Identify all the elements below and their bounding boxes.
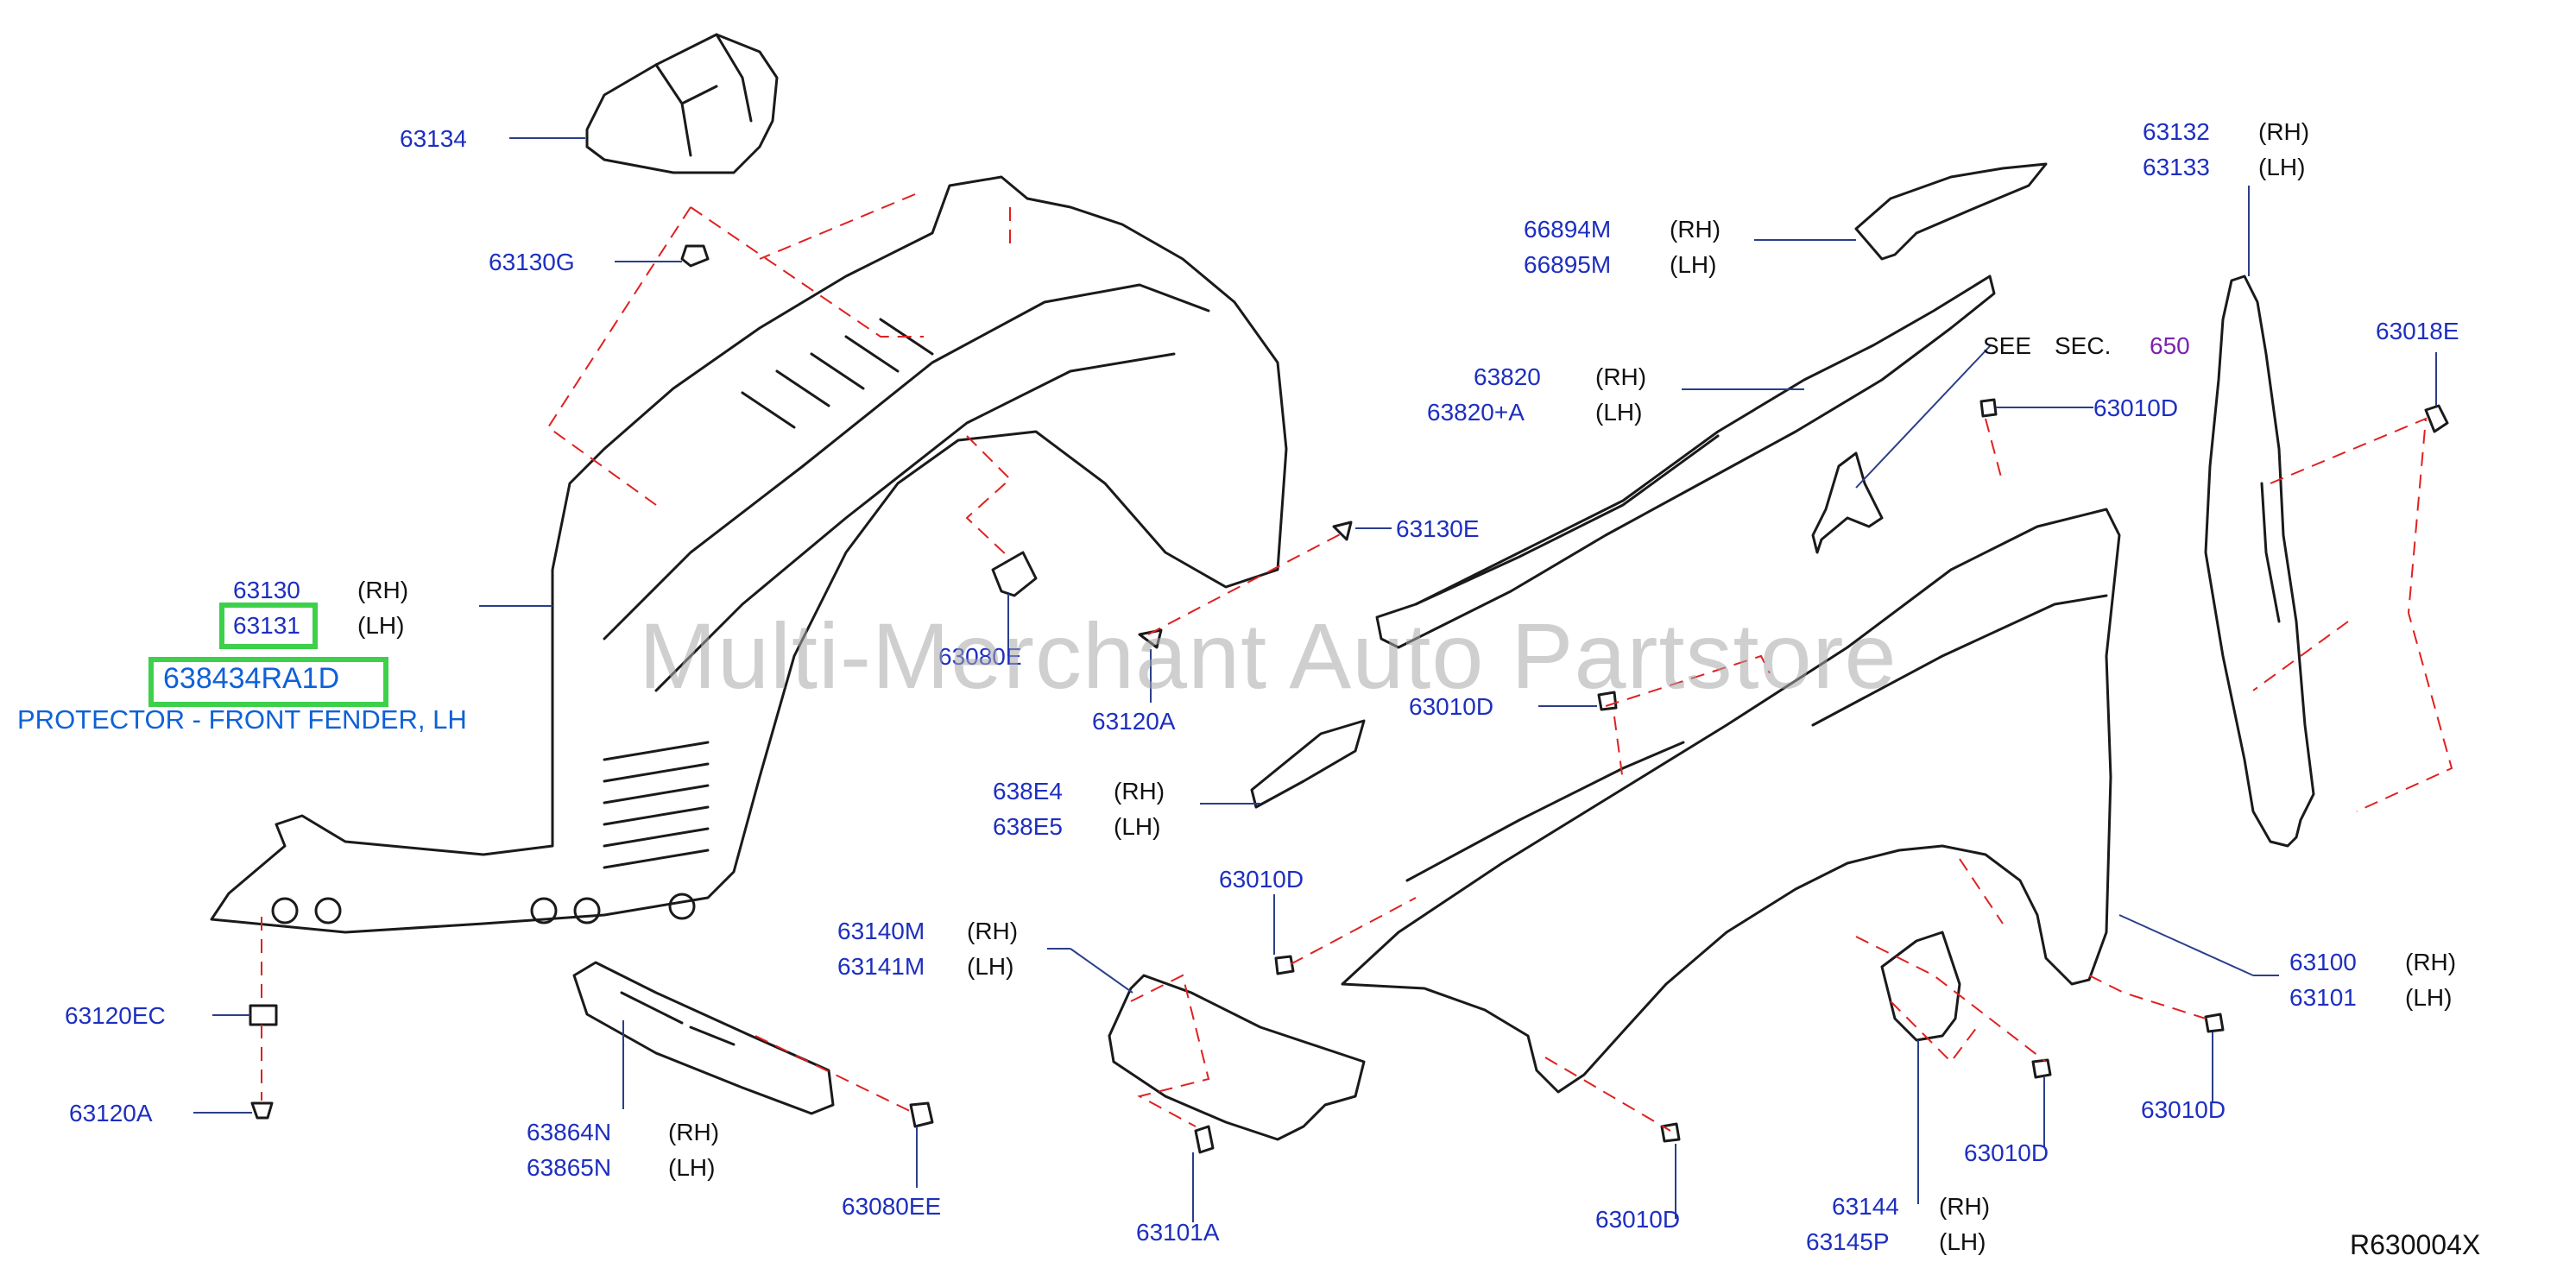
highlight-box-part-number xyxy=(148,657,388,707)
callout-63120A-mid[interactable]: 63120A xyxy=(1092,708,1176,735)
bolt-63010D-d xyxy=(1660,1122,1681,1143)
callout-63140M[interactable]: 63140M xyxy=(837,918,925,944)
callout-63131[interactable]: 63131 xyxy=(233,612,300,639)
side-rh-66894M: (RH) xyxy=(1670,216,1721,243)
callout-66894M[interactable]: 66894M xyxy=(1524,216,1612,243)
callout-63080E[interactable]: 63080E xyxy=(938,643,1022,670)
part-63100-fender xyxy=(1341,508,2121,1094)
part-66894M xyxy=(1854,162,2048,261)
clip-63120A-left xyxy=(250,1101,274,1120)
callout-63134[interactable]: 63134 xyxy=(400,125,467,152)
callout-63865N[interactable]: 63865N xyxy=(527,1154,612,1181)
callout-63864N[interactable]: 63864N xyxy=(527,1119,612,1145)
callout-63100[interactable]: 63100 xyxy=(2289,949,2357,975)
part-63820-reinforcement xyxy=(1375,274,1996,649)
callout-63010D-a[interactable]: 63010D xyxy=(1219,866,1304,893)
callout-63141M[interactable]: 63141M xyxy=(837,953,925,980)
side-lh-63820A: (LH) xyxy=(1595,399,1643,426)
part-description: PROTECTOR - FRONT FENDER, LH xyxy=(17,704,467,735)
callout-63144[interactable]: 63144 xyxy=(1832,1193,1899,1220)
side-rh-63864N: (RH) xyxy=(668,1119,720,1145)
side-rh-63100: (RH) xyxy=(2405,949,2457,975)
callout-63080EE[interactable]: 63080EE xyxy=(842,1193,942,1220)
section-650-link[interactable]: 650 xyxy=(2150,332,2190,359)
bolt-63010D-e xyxy=(2031,1058,2052,1079)
side-rh-63130: (RH) xyxy=(357,577,409,603)
clip-63120EC xyxy=(249,1004,278,1026)
bolt-63101A xyxy=(1194,1125,1215,1154)
bolt-63010D-b xyxy=(1597,691,1618,711)
callout-63010D-b[interactable]: 63010D xyxy=(1409,693,1494,720)
side-lh-63145P: (LH) xyxy=(1939,1228,1986,1255)
side-lh-63131: (LH) xyxy=(357,612,405,639)
part-sec650-bracket xyxy=(1811,451,1884,554)
clip-63130G xyxy=(680,244,710,268)
grommet-63080E xyxy=(991,551,1038,597)
part-63132-seal xyxy=(2204,274,2315,848)
callout-63010D-c[interactable]: 63010D xyxy=(2093,394,2179,421)
callout-63130[interactable]: 63130 xyxy=(233,577,300,603)
side-lh-63865N: (LH) xyxy=(668,1154,716,1181)
part-63130-liner xyxy=(210,175,1288,934)
side-rh-638E4: (RH) xyxy=(1114,778,1165,805)
side-rh-63820: (RH) xyxy=(1595,363,1647,390)
callout-63132[interactable]: 63132 xyxy=(2143,118,2210,145)
callout-63018E[interactable]: 63018E xyxy=(2376,318,2459,344)
side-lh-66895M: (LH) xyxy=(1670,251,1717,278)
callout-66895M[interactable]: 66895M xyxy=(1524,251,1612,278)
side-rh-63144: (RH) xyxy=(1939,1193,1991,1220)
part-638E4 xyxy=(1250,719,1366,809)
callout-63133[interactable]: 63133 xyxy=(2143,154,2210,180)
clip-63130E xyxy=(1332,521,1353,541)
side-lh-638E5: (LH) xyxy=(1114,813,1161,840)
callout-63101A[interactable]: 63101A xyxy=(1136,1219,1220,1246)
callout-63120A-left[interactable]: 63120A xyxy=(69,1100,153,1126)
highlight-box-63131 xyxy=(219,603,318,649)
callout-638E4[interactable]: 638E4 xyxy=(993,778,1063,805)
side-lh-63141M: (LH) xyxy=(967,953,1014,980)
highlighted-part-number[interactable]: 638434RA1D xyxy=(163,662,340,695)
side-lh-63101: (LH) xyxy=(2405,984,2453,1011)
callout-63010D-f[interactable]: 63010D xyxy=(2141,1096,2226,1123)
side-rh-63132: (RH) xyxy=(2258,118,2310,145)
side-lh-63133: (LH) xyxy=(2258,154,2306,180)
callout-63101[interactable]: 63101 xyxy=(2289,984,2357,1011)
part-63140M-bracket xyxy=(1108,974,1366,1141)
callout-63130G[interactable]: 63130G xyxy=(489,249,575,275)
see-label: SEE xyxy=(1983,332,2032,359)
bolt-63010D-f xyxy=(2204,1013,2225,1033)
sec-label: SEC. xyxy=(2055,332,2112,359)
part-63864N-strip xyxy=(572,961,835,1115)
clip-63080EE xyxy=(909,1101,934,1128)
callout-63820[interactable]: 63820 xyxy=(1474,363,1541,390)
callout-63820A[interactable]: 63820+A xyxy=(1427,399,1525,426)
callout-63010D-d[interactable]: 63010D xyxy=(1595,1206,1681,1233)
callout-63130E[interactable]: 63130E xyxy=(1396,515,1480,542)
clip-63018E xyxy=(2424,404,2449,433)
callout-63120EC[interactable]: 63120EC xyxy=(65,1002,166,1029)
watermark: Multi-Merchant Auto Partstore xyxy=(639,603,1897,708)
callout-63010D-e[interactable]: 63010D xyxy=(1964,1139,2049,1166)
bolt-63010D-c xyxy=(1979,398,1998,418)
callout-63145P[interactable]: 63145P xyxy=(1806,1228,1890,1255)
part-63144-bracket xyxy=(1880,931,1961,1042)
side-rh-63140M: (RH) xyxy=(967,918,1019,944)
clip-63120A-mid xyxy=(1138,628,1163,649)
bolt-63010D-a xyxy=(1274,955,1295,975)
callout-638E5[interactable]: 638E5 xyxy=(993,813,1063,840)
diagram-reference-code: R630004X xyxy=(2350,1229,2481,1260)
